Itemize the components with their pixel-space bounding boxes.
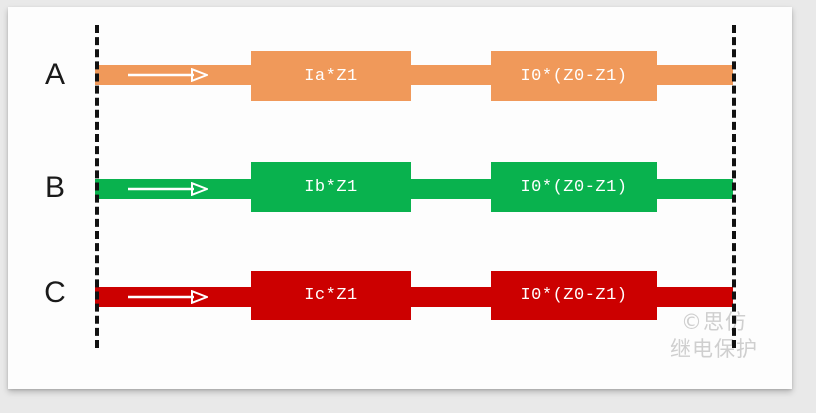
phase-label-a: A: [44, 58, 65, 91]
phase-c-block-ic-z1: Ic*Z1: [251, 271, 411, 320]
phase-label-b: B: [44, 171, 65, 204]
phase-row-c: C Ic*Z1 I0*(Z0-Z1): [8, 262, 792, 332]
watermark-line-2: 继电保护: [670, 337, 758, 362]
watermark-line-1: ©思仿: [681, 310, 747, 335]
phase-b-block-ib-z1: Ib*Z1: [251, 162, 411, 212]
diagram-card: A Ia*Z1 I0*(Z0-Z1) B Ib*Z1 I0*(Z0-Z1) C: [8, 7, 792, 389]
phase-label-c: C: [44, 276, 66, 309]
watermark: ©思仿 继电保护: [670, 309, 758, 363]
left-reference-dashed-line: [95, 25, 99, 348]
phase-a-block-ia-z1: Ia*Z1: [251, 51, 411, 101]
right-reference-dashed-line: [732, 25, 736, 348]
phase-a-block-i0-z0-z1: I0*(Z0-Z1): [491, 51, 657, 101]
phase-b-block-i0-z0-z1: I0*(Z0-Z1): [491, 162, 657, 212]
phase-row-b: B Ib*Z1 I0*(Z0-Z1): [8, 153, 792, 223]
phase-c-block-i0-z0-z1: I0*(Z0-Z1): [491, 271, 657, 320]
phase-row-a: A Ia*Z1 I0*(Z0-Z1): [8, 41, 792, 111]
